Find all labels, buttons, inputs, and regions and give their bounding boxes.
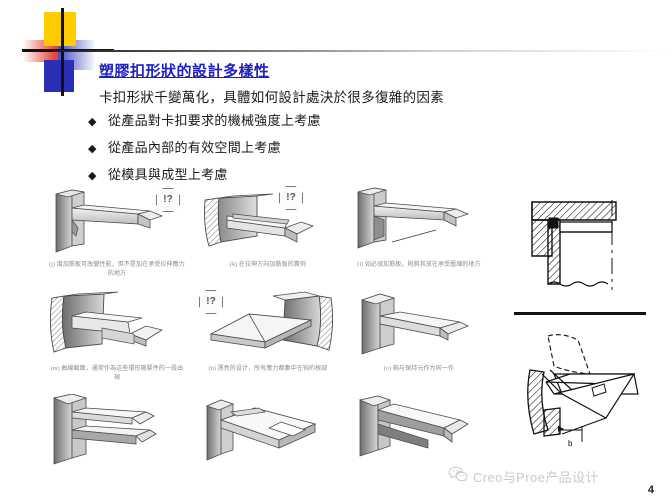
list-item-label: 從產品對卡扣要求的機械強度上考慮 [108, 113, 321, 128]
snap-fit-drawing [205, 399, 317, 461]
snap-fit-illustration-p [42, 393, 192, 466]
snap-fit-illustration-n: !? [193, 290, 343, 362]
figure-caption [42, 466, 192, 469]
page-title: 塑膠扣形狀的設計多樣性 [99, 64, 270, 80]
snap-fit-drawing [358, 395, 469, 457]
figure-caption: (n) 漂亮的设计，所有應力都集中在钩的根部 [208, 366, 328, 372]
snap-fit-illustration-j: !? [42, 186, 192, 258]
warning-badge-icon: !? [156, 188, 180, 212]
figure-caption: (m) 曲線截面，通常作為这些環形箍緊件的一段出現 [50, 366, 184, 381]
snap-fit-illustration-l [344, 186, 494, 258]
figure-cell-j: !? (j) 增加筋板可改變性能，但不是加在承受拉伸應力的地方 [42, 186, 192, 278]
section-divider [514, 312, 646, 315]
warning-badge-icon: !? [279, 186, 303, 210]
figure-cell-p [42, 393, 192, 469]
logo-square-blue [44, 60, 74, 92]
snap-fit-illustration-q [193, 394, 343, 466]
snap-fit-illustration-m [42, 290, 192, 362]
break-boundary [547, 334, 591, 375]
break-line [547, 281, 609, 287]
warning-badge-icon: !? [199, 290, 223, 314]
header-divider [52, 50, 670, 52]
figure-caption [193, 466, 343, 469]
snap-fit-illustration-o [344, 290, 494, 362]
logo-bar-vertical [61, 8, 64, 96]
figure-cell-m: (m) 曲線截面，通常作為这些環形箍緊件的一段出現 [42, 290, 192, 382]
figure-cell-r [344, 394, 494, 469]
office-squares-logo [22, 8, 114, 98]
snap-fit-illustration-r [344, 394, 494, 466]
list-item: ◆ 從模具與成型上考慮 [88, 164, 508, 183]
figure-caption: (l) 如必須加筋板，則將其放在承受壓縮的地方 [357, 262, 481, 268]
list-item-label: 從模具與成型上考慮 [108, 167, 228, 182]
snap-fit-drawing [52, 393, 157, 465]
figure-cell-k: !? (k) 在拉伸方向加筋板的實例 [193, 186, 343, 270]
snap-fit-drawing [204, 193, 315, 247]
diamond-bullet-icon: ◆ [88, 143, 97, 155]
wechat-icon [448, 466, 468, 486]
snap-fit-illustration-k: !? [193, 186, 343, 258]
bullet-list: ◆ 從產品對卡扣要求的機械強度上考慮 ◆ 從產品內部的有效空間上考慮 ◆ 從模具… [88, 110, 508, 191]
dimension-label: b [568, 439, 573, 448]
snap-fit-drawing [49, 291, 164, 353]
diamond-bullet-icon: ◆ [88, 170, 97, 182]
snap-fit-drawing [209, 291, 334, 351]
snap-fit-drawing [55, 189, 164, 253]
figure-cell-l: (l) 如必須加筋板，則將其放在承受壓縮的地方 [344, 186, 494, 270]
snap-fit-figure-grid: !? (j) 增加筋板可改變性能，但不是加在承受拉伸應力的地方 [42, 186, 494, 465]
page-subtitle: 卡扣形狀千變萬化，具體如何設計處決於很多復雜的因素 [99, 90, 444, 105]
figure-cell-q [193, 394, 343, 469]
list-item: ◆ 從產品對卡扣要求的機械強度上考慮 [88, 110, 508, 129]
snap-fit-isometric-section: b [506, 330, 662, 465]
snap-fit-drawing [357, 187, 470, 249]
figure-caption: (k) 在拉伸方向加筋板的實例 [230, 262, 306, 268]
list-item-label: 從產品內部的有效空間上考慮 [108, 140, 281, 155]
page-number: 4 [647, 484, 654, 496]
figure-cell-n: !? (n) 漂亮的设计，所有應力都集中在钩的根部 [193, 290, 343, 374]
diamond-bullet-icon: ◆ [88, 116, 97, 128]
leader-line [391, 229, 437, 243]
snap-fit-cross-section [508, 192, 660, 300]
cross-section-drawing [531, 200, 617, 290]
snap-fit-drawing [360, 293, 469, 355]
figure-caption: (o) 鉤与保持元作为同一作 [384, 366, 454, 372]
figure-cell-o: (o) 鉤与保持元作为同一作 [344, 290, 494, 374]
list-item: ◆ 從產品內部的有效空間上考慮 [88, 137, 508, 156]
wechat-glyph [448, 466, 468, 483]
figure-caption: (j) 增加筋板可改變性能，但不是加在承受拉伸應力的地方 [49, 262, 185, 277]
watermark-label: Creo与Proe产品设计 [473, 469, 599, 485]
logo-square-yellow [44, 12, 76, 46]
watermark: Creo与Proe产品设计 [448, 466, 599, 486]
isometric-section-drawing: b [527, 334, 639, 448]
